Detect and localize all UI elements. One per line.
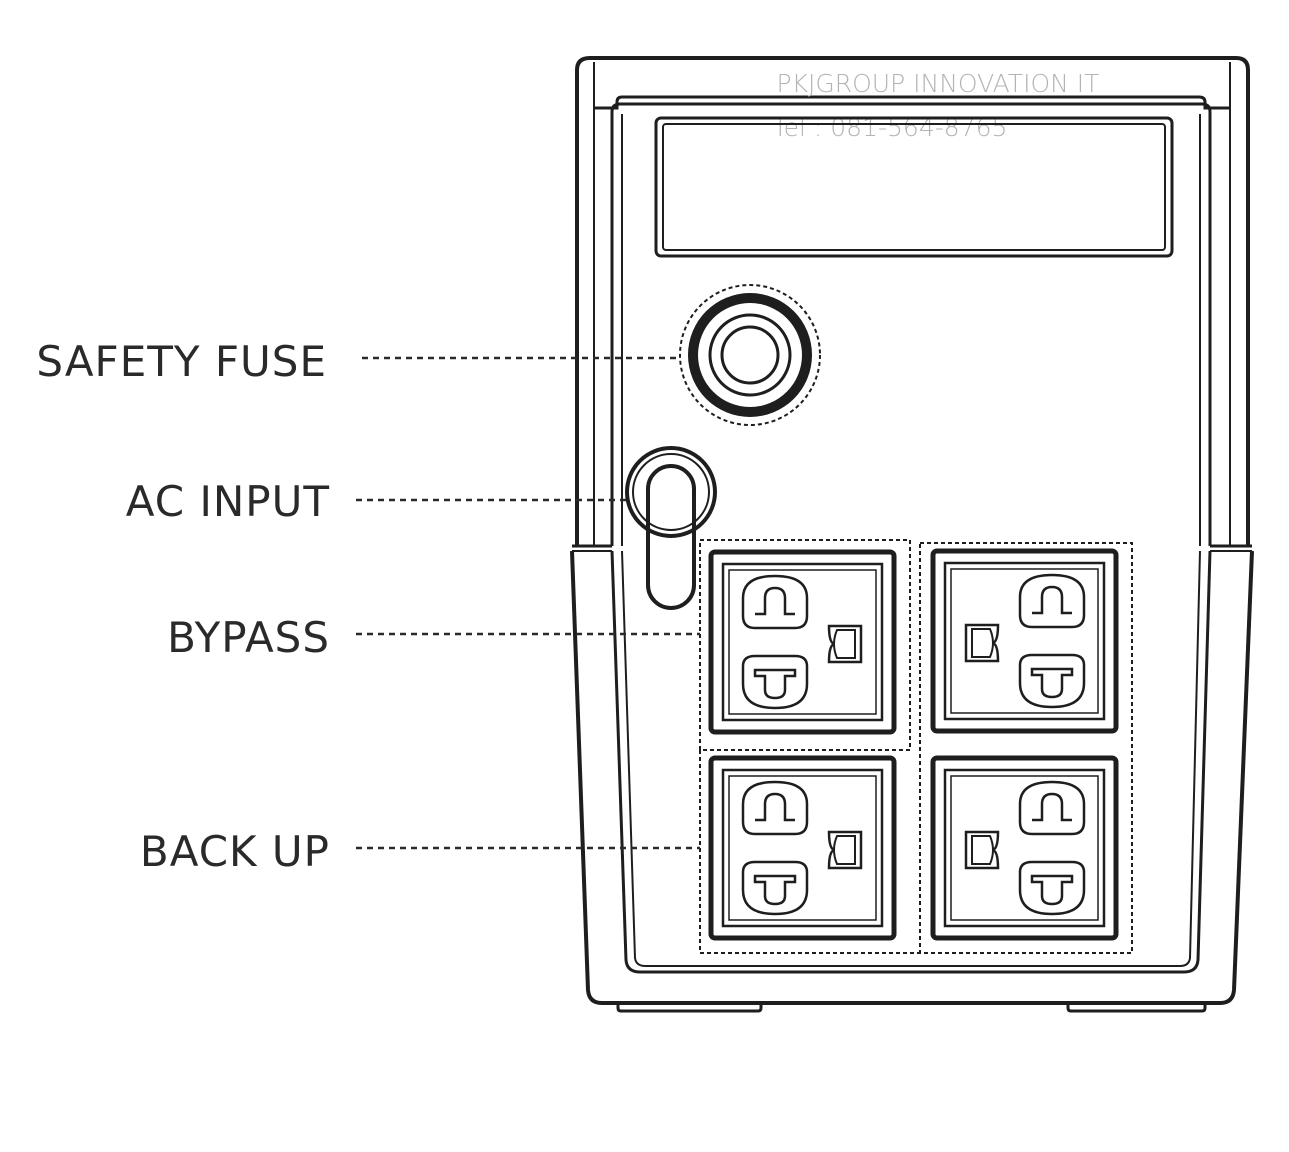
ac-input-cord (625, 446, 717, 610)
ups-body (570, 56, 1254, 1013)
outlet-bypass (711, 552, 894, 732)
display-window (654, 116, 1174, 258)
outlet-backup-top-right (933, 551, 1116, 731)
label-bypass: BYPASS (167, 613, 330, 662)
label-back-up: BACK UP (140, 827, 330, 876)
outlet-backup-bottom-right (933, 758, 1116, 938)
backup-group-outline (919, 542, 1133, 954)
safety-fuse (679, 284, 821, 426)
watermark-company: PKJGROUP INNOVATION IT (777, 69, 1100, 98)
bypass-group-outline (699, 539, 911, 751)
outlet-backup-bottom-left (711, 758, 894, 938)
label-ac-input: AC INPUT (126, 477, 330, 526)
backup-group-outline-lower (699, 750, 920, 954)
label-safety-fuse: SAFETY FUSE (36, 337, 327, 386)
